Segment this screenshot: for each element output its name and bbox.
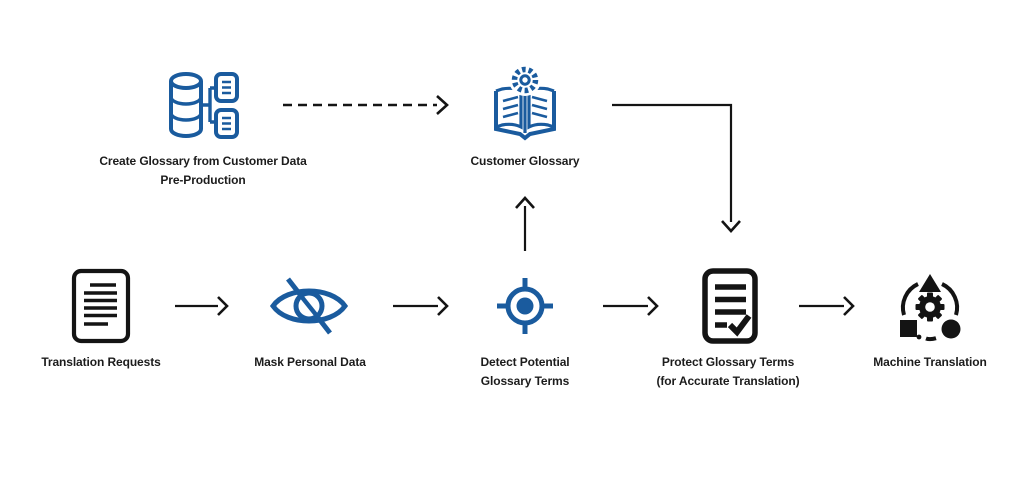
protect-glossary-label-line1: Protect Glossary Terms <box>661 355 795 369</box>
protect-glossary-label: Protect Glossary Terms (for Accurate Tra… <box>657 353 800 391</box>
eye-slash-icon <box>267 273 351 339</box>
detect-potential-label: Detect Potential Glossary Terms <box>480 353 569 391</box>
connector-requests-to-mask <box>175 296 229 316</box>
create-glossary-label-line2: Pre-Production <box>160 173 246 187</box>
translation-requests-label: Translation Requests <box>41 355 161 369</box>
document-lines-icon <box>69 267 133 345</box>
machine-translation-label: Machine Translation <box>873 355 987 369</box>
mask-personal-data-label: Mask Personal Data <box>254 355 366 369</box>
target-icon <box>493 274 557 338</box>
document-check-icon <box>699 266 761 346</box>
create-glossary-label: Create Glossary from Customer Data Pre-P… <box>99 152 306 190</box>
connector-mask-to-detect <box>393 296 449 316</box>
connector-create-to-glossary <box>283 95 449 115</box>
connector-glossary-to-protect <box>612 103 741 233</box>
detect-potential-label-line1: Detect Potential <box>480 355 570 369</box>
gear-shapes-icon <box>892 268 968 344</box>
protect-glossary-label-line2: (for Accurate Translation) <box>656 374 800 388</box>
connector-protect-to-machine <box>799 296 855 316</box>
connector-detect-to-glossary <box>515 196 535 251</box>
book-gear-icon <box>486 63 564 145</box>
database-branch-icon <box>163 66 243 146</box>
customer-glossary-label: Customer Glossary <box>470 154 580 168</box>
detect-potential-label-line2: Glossary Terms <box>480 374 570 388</box>
create-glossary-label-line1: Create Glossary from Customer Data <box>99 154 307 168</box>
connector-detect-to-protect <box>603 296 659 316</box>
